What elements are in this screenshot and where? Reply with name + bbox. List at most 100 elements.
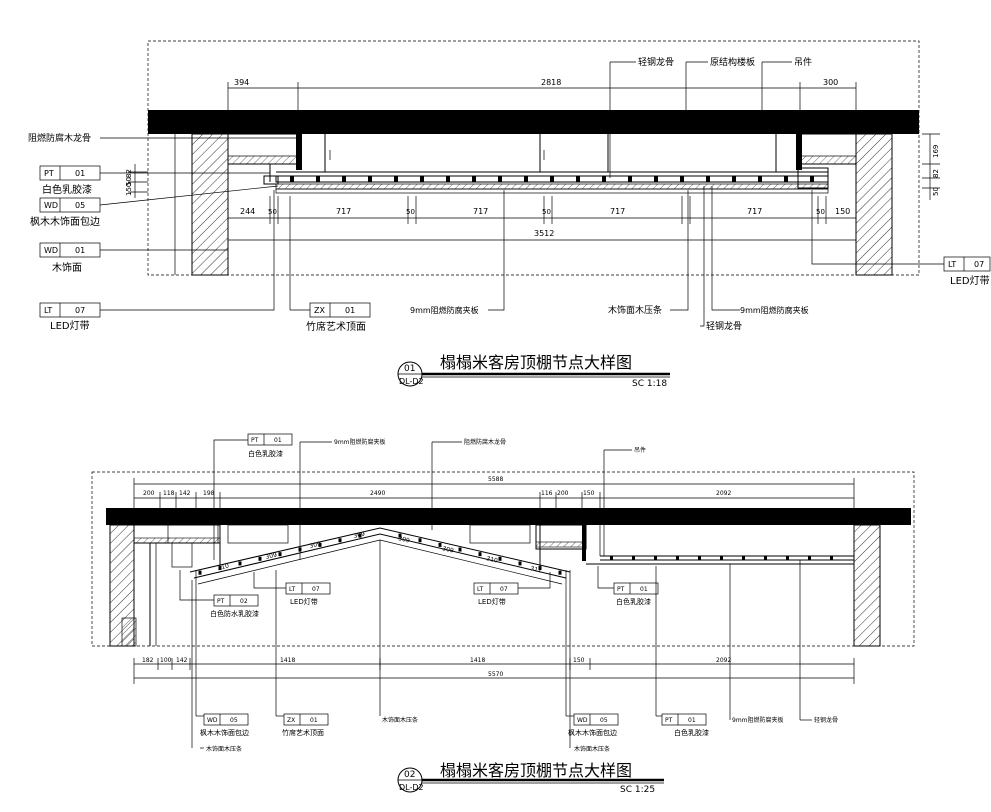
callout-light-steel-keel: 轻钢龙骨 [638, 56, 674, 68]
svg-text:01: 01 [274, 437, 282, 444]
d2-dim-bottom-4: 1418 [280, 657, 295, 664]
svg-text:01: 01 [75, 246, 85, 255]
d2-slope-right-4: 311 [530, 565, 543, 574]
d2-dim-bottom-5: 1418 [470, 657, 485, 664]
svg-text:WD: WD [44, 246, 58, 255]
svg-text:LT: LT [44, 306, 52, 315]
svg-text:05: 05 [230, 717, 238, 724]
svg-text:白色乳胶漆: 白色乳胶漆 [674, 728, 709, 737]
detail-02-frame [91, 471, 915, 647]
d2-callout-right-sub: 木饰面木压条 [574, 745, 610, 753]
svg-text:ZX: ZX [314, 306, 325, 315]
svg-text:05: 05 [600, 717, 608, 724]
d2-dim-top-2: 118 [163, 490, 175, 497]
svg-text:07: 07 [500, 586, 508, 593]
d2-tag-pt-02: PT 02 白色防水乳胶漆 [179, 570, 259, 618]
svg-text:PT: PT [251, 437, 259, 444]
tag-wd-05: WD 05 枫木木饰面包边 [30, 185, 279, 228]
dim-right-2: 82 [932, 169, 940, 178]
callout-hanger: 吊件 [794, 56, 812, 68]
d2-dim-top-6: 116 [541, 490, 553, 497]
dim-top-1: 394 [234, 78, 249, 87]
d2-callout-hanger: 吊件 [634, 446, 646, 454]
right-pocket [796, 133, 857, 189]
svg-text:07: 07 [312, 586, 320, 593]
svg-text:LED灯带: LED灯带 [50, 320, 90, 332]
dim-small-3: 50 [542, 208, 551, 216]
detail-01-frame [147, 40, 920, 276]
d2-tag-pt-bottom: PT 01 白色乳胶漆 [661, 713, 709, 737]
dim-bottom-1: 244 [240, 207, 255, 216]
right-wall [855, 133, 893, 276]
svg-text:白色防水乳胶漆: 白色防水乳胶漆 [210, 609, 259, 618]
detail-01-sheet: DL-D2 [399, 377, 424, 386]
detail-02-title: 榻榻米客房顶棚节点大样图 [440, 761, 632, 780]
detail-01-scale: SC 1:18 [632, 379, 667, 389]
keel-boxes [167, 524, 541, 566]
svg-text:01: 01 [688, 717, 696, 724]
svg-text:07: 07 [974, 260, 984, 269]
detail-02-sheet: DL-D2 [399, 783, 424, 792]
d2-dim-top-5: 2490 [370, 490, 385, 497]
svg-text:枫木木饰面包边: 枫木木饰面包边 [200, 728, 249, 737]
tag-zx-01: ZX 01 竹席艺术顶面 [289, 196, 371, 333]
dim-small-4: 50 [816, 208, 825, 216]
dim-total: 3512 [534, 229, 554, 238]
svg-text:木饰面: 木饰面 [52, 261, 82, 274]
svg-text:05: 05 [75, 201, 85, 210]
svg-text:白色乳胶漆: 白色乳胶漆 [616, 597, 651, 606]
callout-plywood-2: 9mm阻燃防腐夹板 [740, 305, 809, 315]
svg-text:白色乳胶漆: 白色乳胶漆 [248, 449, 283, 458]
d2-slope-right-3: 310 [486, 555, 499, 564]
d2-dim-bottom-2: 100 [160, 657, 172, 664]
d2-callout-center: 木饰面木压条 [382, 716, 418, 724]
d2-dim-bottom-1: 182 [142, 657, 154, 664]
svg-text:PT: PT [617, 586, 625, 593]
d2-slope-right-2: 309 [442, 545, 455, 554]
d2-callout-plywood: 9mm阻燃防腐夹板 [334, 438, 386, 446]
callout-structural-slab: 原结构楼板 [710, 56, 755, 68]
svg-text:LED灯带: LED灯带 [950, 275, 990, 287]
dim-bottom-3: 717 [473, 207, 488, 216]
dim-left-1: 82 [125, 169, 133, 178]
detail-01-number: 01 [404, 364, 415, 374]
d2-tag-wd-right: WD 05 枫木木饰面包边 [568, 713, 619, 737]
detail-02-number: 02 [404, 770, 415, 780]
hangers [324, 134, 777, 172]
detail-02-scale: SC 1:25 [620, 785, 655, 795]
svg-text:07: 07 [75, 306, 85, 315]
d2-dim-bottom-total: 5570 [488, 671, 503, 678]
d2-slope-left-4: 309 [353, 531, 366, 540]
svg-text:PT: PT [217, 598, 225, 605]
svg-text:LT: LT [477, 586, 484, 593]
structural-slab [148, 110, 919, 134]
svg-text:LT: LT [948, 260, 956, 269]
dim-left-2: 150 [125, 183, 133, 196]
callouts-bottom-02 [191, 540, 812, 749]
d2-slope-left-2: 309 [265, 552, 278, 561]
d2-dim-top-9: 2092 [716, 490, 731, 497]
detail-01: 394 2818 300 244 717 717 717 717 150 50 … [28, 40, 991, 389]
dim-bottom-6: 150 [835, 207, 850, 216]
callout-keel-bottom: 轻钢龙骨 [706, 320, 742, 332]
d2-dim-top-total: 5588 [488, 476, 503, 483]
svg-text:PT: PT [44, 169, 54, 178]
svg-text:枫木木饰面包边: 枫木木饰面包边 [568, 728, 617, 737]
svg-text:01: 01 [640, 586, 648, 593]
dim-right-3: 50 [932, 187, 940, 196]
svg-text:WD: WD [207, 717, 218, 724]
dim-small-2: 50 [406, 208, 415, 216]
svg-text:LT: LT [289, 586, 296, 593]
d2-callout-keel-bottom: 轻钢龙骨 [814, 716, 838, 724]
callout-plywood-1: 9mm阻燃防腐夹板 [410, 305, 479, 315]
svg-text:竹席艺术顶面: 竹席艺术顶面 [282, 728, 324, 737]
svg-text:ZX: ZX [287, 717, 295, 724]
dim-top-3: 300 [823, 78, 838, 87]
detail-02: 200 118 142 198 2490 116 200 150 2092 55… [91, 433, 915, 795]
d2-dim-top-1: 200 [143, 490, 155, 497]
d2-tag-pt-01-top: PT 01 白色乳胶漆 [213, 433, 293, 560]
svg-text:WD: WD [577, 717, 588, 724]
dim-bottom-5: 717 [747, 207, 762, 216]
sloped-ceiling [189, 527, 571, 585]
